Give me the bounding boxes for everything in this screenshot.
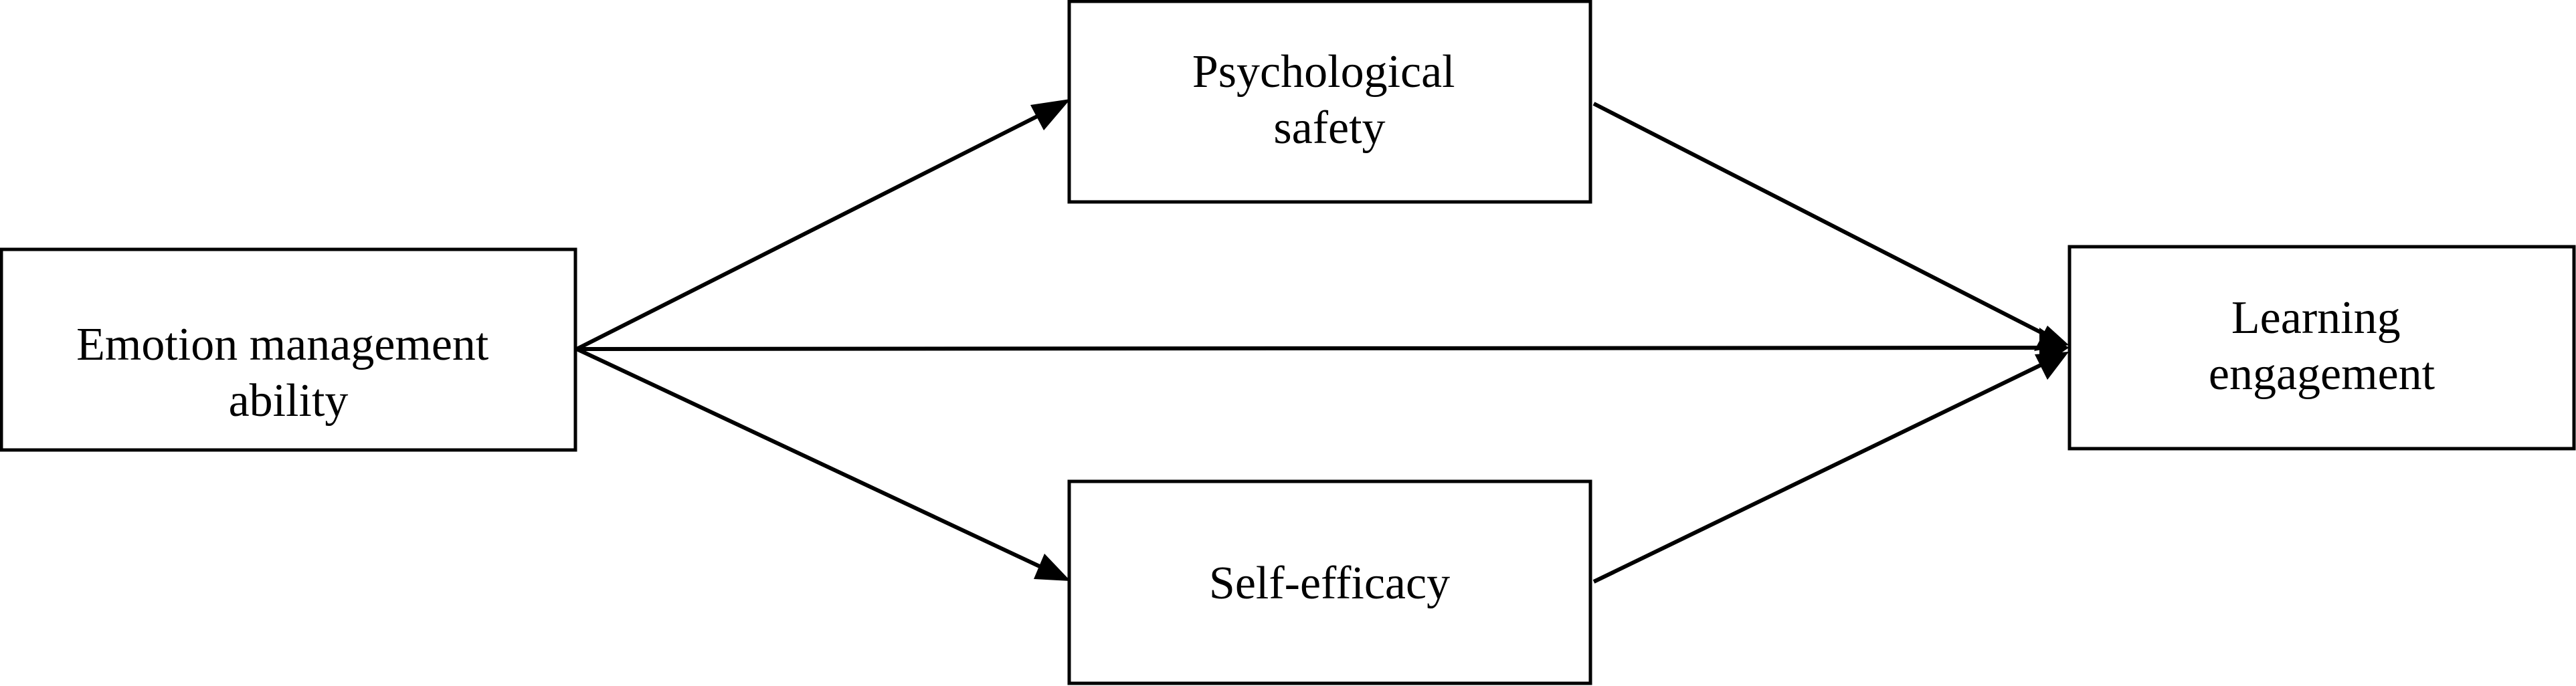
edge-line <box>1592 363 2042 584</box>
arrowhead-icon <box>2034 326 2069 351</box>
node-label-line: Emotion management <box>76 319 489 370</box>
node-box <box>0 247 577 452</box>
edge-psychological-safety-to-learning-engagement <box>1592 102 2069 351</box>
node-self-efficacy: Self-efficacy <box>1067 479 1592 685</box>
edge-line <box>575 347 1045 570</box>
edge-line <box>576 346 2041 351</box>
arrowhead-icon <box>2035 352 2069 380</box>
edge-self-efficacy-to-learning-engagement <box>1592 352 2069 584</box>
node-box <box>1067 0 1592 204</box>
node-label-line: Self-efficacy <box>1209 558 1450 609</box>
node-psychological-safety: Psychological safety <box>1067 0 1592 204</box>
node-label-line: ability <box>229 375 349 427</box>
node-label: Psychological safety <box>1192 46 1467 154</box>
node-label: Self-efficacy <box>1209 558 1450 609</box>
edge-emotion-to-psychological-safety <box>575 99 1071 351</box>
node-label-line: Psychological <box>1192 46 1455 98</box>
arrowhead-icon <box>1030 99 1071 130</box>
node-label: Emotion management ability <box>76 319 500 427</box>
edge-emotion-to-learning-engagement <box>576 328 2069 368</box>
arrowhead-icon <box>1034 554 1071 581</box>
node-label-line: Learning <box>2231 292 2401 344</box>
edge-line <box>1592 102 2042 334</box>
edge-line <box>575 111 1045 351</box>
node-box <box>2067 245 2576 451</box>
node-learning-engagement: Learning engagement <box>2067 245 2576 451</box>
node-label-line: engagement <box>2209 348 2435 400</box>
node-label: Learning engagement <box>2209 292 2435 400</box>
node-emotion-management-ability: Emotion management ability <box>0 247 577 452</box>
edge-emotion-to-self-efficacy <box>575 347 1071 581</box>
node-label-line: safety <box>1273 102 1385 154</box>
node-box <box>1067 479 1592 685</box>
